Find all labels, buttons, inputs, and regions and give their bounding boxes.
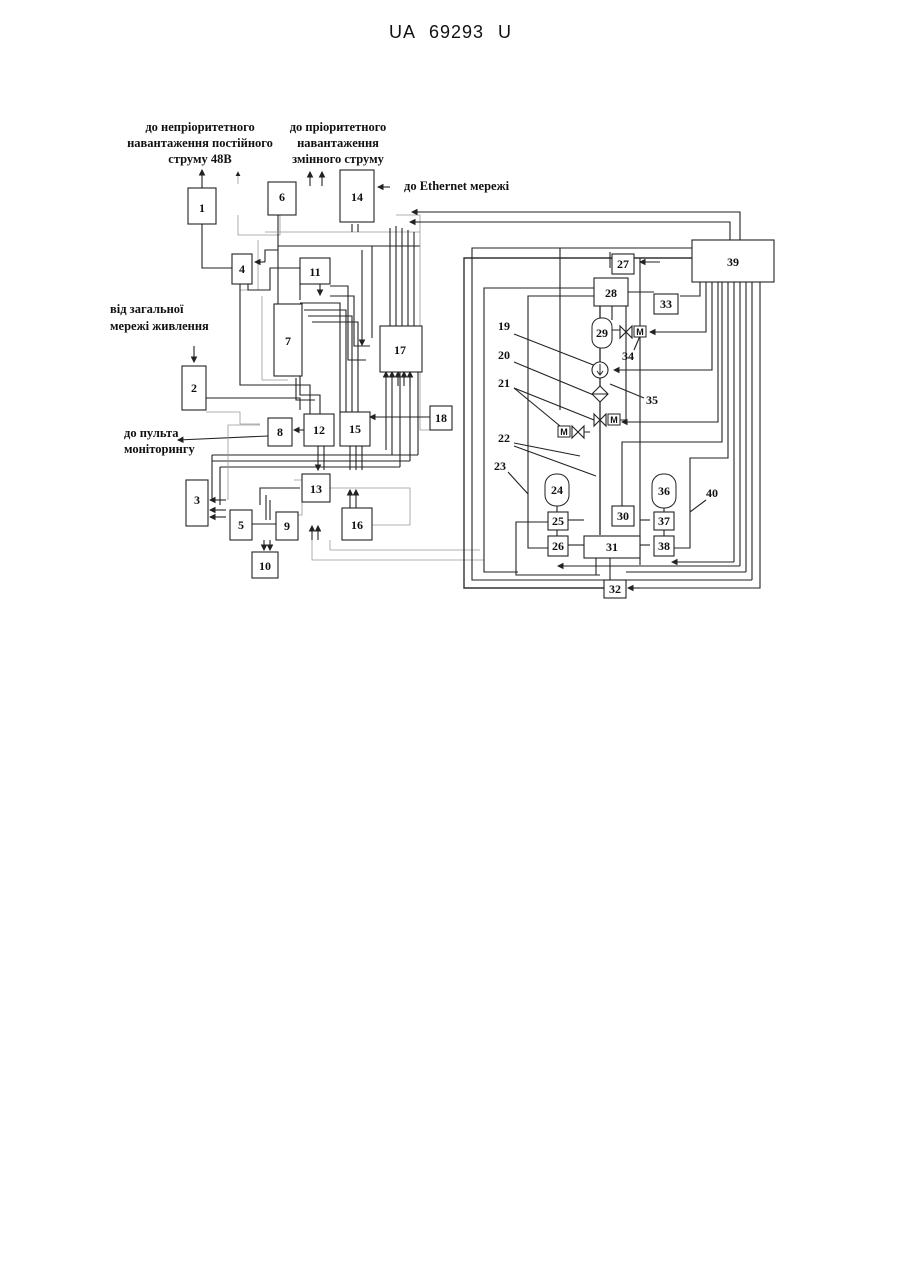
motor-valve-left-icon: M: [558, 426, 584, 438]
svg-text:36: 36: [658, 484, 670, 498]
svg-text:2: 2: [191, 381, 197, 395]
block-36-tank: 36: [652, 474, 676, 508]
callout-40: 40: [706, 486, 718, 500]
svg-text:навантаження: навантаження: [297, 136, 379, 150]
svg-text:37: 37: [658, 514, 670, 528]
svg-text:13: 13: [310, 482, 322, 496]
block-4: 4: [232, 254, 252, 284]
block-29-tank: 29: [592, 318, 612, 348]
svg-text:39: 39: [727, 255, 739, 269]
block-5: 5: [230, 510, 252, 540]
block-10: 10: [252, 552, 278, 578]
label-nonpriority-load: до непріоритетного навантаження постійно…: [127, 120, 273, 166]
svg-text:27: 27: [617, 257, 629, 271]
block-9: 9: [276, 512, 298, 540]
block-17: 17: [380, 326, 422, 372]
block-15: 15: [340, 412, 370, 446]
block-31: 31: [584, 536, 640, 558]
svg-text:11: 11: [309, 265, 320, 279]
svg-text:24: 24: [551, 483, 563, 497]
block-14: 14: [340, 170, 374, 222]
svg-text:до пріоритетного: до пріоритетного: [290, 120, 387, 134]
block-7: 7: [274, 304, 302, 376]
callout-22: 22: [498, 431, 510, 445]
svg-text:32: 32: [609, 582, 621, 596]
svg-text:38: 38: [658, 539, 670, 553]
svg-text:мережі живлення: мережі живлення: [110, 319, 209, 333]
svg-text:28: 28: [605, 286, 617, 300]
svg-text:10: 10: [259, 559, 271, 573]
block-37: 37: [654, 512, 674, 530]
callout-35: 35: [646, 393, 658, 407]
svg-text:29: 29: [596, 326, 608, 340]
svg-text:моніторингу: моніторингу: [124, 442, 196, 456]
block-16: 16: [342, 508, 372, 540]
svg-text:9: 9: [284, 519, 290, 533]
block-24-tank: 24: [545, 474, 569, 506]
svg-text:16: 16: [351, 518, 363, 532]
block-39: 39: [692, 240, 774, 282]
svg-text:15: 15: [349, 422, 361, 436]
label-monitoring-console: до пульта моніторингу: [124, 426, 196, 456]
block-8: 8: [268, 418, 292, 446]
svg-text:14: 14: [351, 190, 363, 204]
label-grid-input: від загальної мережі живлення: [110, 302, 209, 333]
block-25: 25: [548, 512, 568, 530]
svg-text:26: 26: [552, 539, 564, 553]
svg-text:5: 5: [238, 518, 244, 532]
block-6: 6: [268, 182, 296, 215]
block-2: 2: [182, 366, 206, 410]
svg-text:6: 6: [279, 190, 285, 204]
block-18: 18: [430, 406, 452, 430]
pump-icon: [592, 362, 608, 378]
svg-text:M: M: [610, 415, 618, 425]
svg-text:M: M: [636, 327, 644, 337]
svg-text:17: 17: [394, 343, 406, 357]
block-32: 32: [604, 580, 626, 598]
svg-text:від загальної: від загальної: [110, 302, 184, 316]
block-26: 26: [548, 536, 568, 556]
callout-20: 20: [498, 348, 510, 362]
svg-text:25: 25: [552, 514, 564, 528]
svg-text:30: 30: [617, 509, 629, 523]
block-27: 27: [612, 254, 634, 274]
block-33: 33: [654, 294, 678, 314]
block-28: 28: [594, 278, 628, 306]
svg-text:струму 48В: струму 48В: [168, 152, 231, 166]
block-12: 12: [304, 414, 334, 446]
svg-text:M: M: [560, 427, 568, 437]
svg-text:18: 18: [435, 411, 447, 425]
motor-valve-34-icon: M: [620, 326, 646, 338]
svg-text:12: 12: [313, 423, 325, 437]
label-ethernet: до Ethernet мережі: [404, 179, 510, 193]
svg-text:31: 31: [606, 540, 618, 554]
callout-19: 19: [498, 319, 510, 333]
svg-text:до непріоритетного: до непріоритетного: [145, 120, 254, 134]
svg-text:навантаження постійного: навантаження постійного: [127, 136, 273, 150]
block-13: 13: [302, 474, 330, 502]
filter-icon: [592, 386, 608, 402]
block-3: 3: [186, 480, 208, 526]
block-38: 38: [654, 536, 674, 556]
svg-text:33: 33: [660, 297, 672, 311]
block-30: 30: [612, 506, 634, 526]
callout-34: 34: [622, 349, 634, 363]
svg-text:змінного струму: змінного струму: [292, 152, 384, 166]
svg-text:3: 3: [194, 493, 200, 507]
svg-text:до пульта: до пульта: [124, 426, 179, 440]
callout-21: 21: [498, 376, 510, 390]
callout-23: 23: [494, 459, 506, 473]
block-11: 11: [300, 258, 330, 284]
block-1: 1: [188, 188, 216, 224]
motor-valve-main-icon: M: [594, 414, 620, 426]
svg-text:8: 8: [277, 425, 283, 439]
svg-text:7: 7: [285, 334, 291, 348]
label-priority-load: до пріоритетного навантаження змінного с…: [290, 120, 387, 166]
svg-text:1: 1: [199, 201, 205, 215]
svg-text:4: 4: [239, 262, 245, 276]
